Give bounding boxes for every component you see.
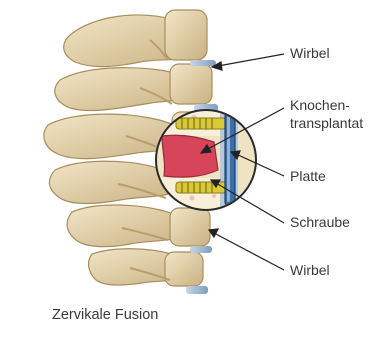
caption: Zervikale Fusion — [52, 307, 158, 323]
vertebral-body-1 — [165, 10, 207, 60]
vertebral-body-2 — [170, 64, 212, 104]
label-knochen-line2: transplantat — [290, 115, 363, 132]
bone-graft — [162, 135, 218, 177]
disc-4 — [190, 246, 212, 253]
label-schraube: Schraube — [290, 214, 350, 231]
leader-wirbel-top — [218, 54, 284, 66]
label-platte: Platte — [290, 168, 326, 185]
disc-1 — [190, 60, 216, 66]
disc-5 — [186, 286, 208, 294]
vertebral-body-6 — [165, 252, 203, 286]
label-wirbel-bottom: Wirbel — [290, 262, 330, 279]
leader-wirbel-bottom — [214, 233, 284, 270]
upper-screw — [176, 118, 226, 129]
vertebral-body-5 — [170, 208, 210, 246]
label-wirbel-top: Wirbel — [290, 45, 330, 62]
label-knochen-line1: Knochen- — [290, 97, 350, 114]
